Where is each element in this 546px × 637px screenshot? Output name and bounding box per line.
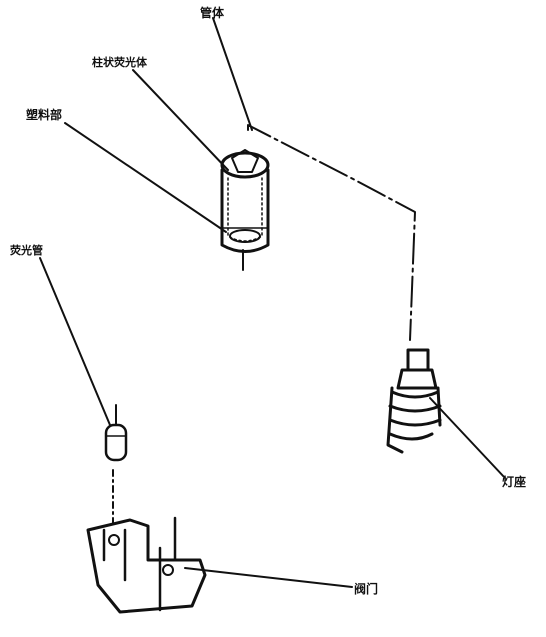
leader-line-plastic (64, 122, 227, 233)
label-tube-body: 管体 (200, 6, 225, 20)
label-plastic-part: 塑料部 (26, 108, 63, 122)
valve-shape (86, 516, 207, 614)
label-glow-tube: 荧光管 (10, 244, 43, 257)
label-phosphor-layer: 柱状荧光体 (92, 56, 147, 69)
leader-line-phosphor (132, 69, 229, 171)
leader-line-glow-tube (39, 257, 111, 426)
leader-line-tube-body (212, 17, 253, 131)
cap-shape (386, 348, 442, 454)
label-valve: 阀门 (354, 582, 379, 596)
leader-line-cap (429, 397, 506, 479)
tube-body-shape (220, 149, 270, 271)
assembly-axis-tube-to-cap (247, 124, 416, 341)
leader-line-valve (184, 567, 353, 588)
glow-tube-shape (104, 404, 128, 462)
label-cap: 灯座 (502, 475, 527, 489)
